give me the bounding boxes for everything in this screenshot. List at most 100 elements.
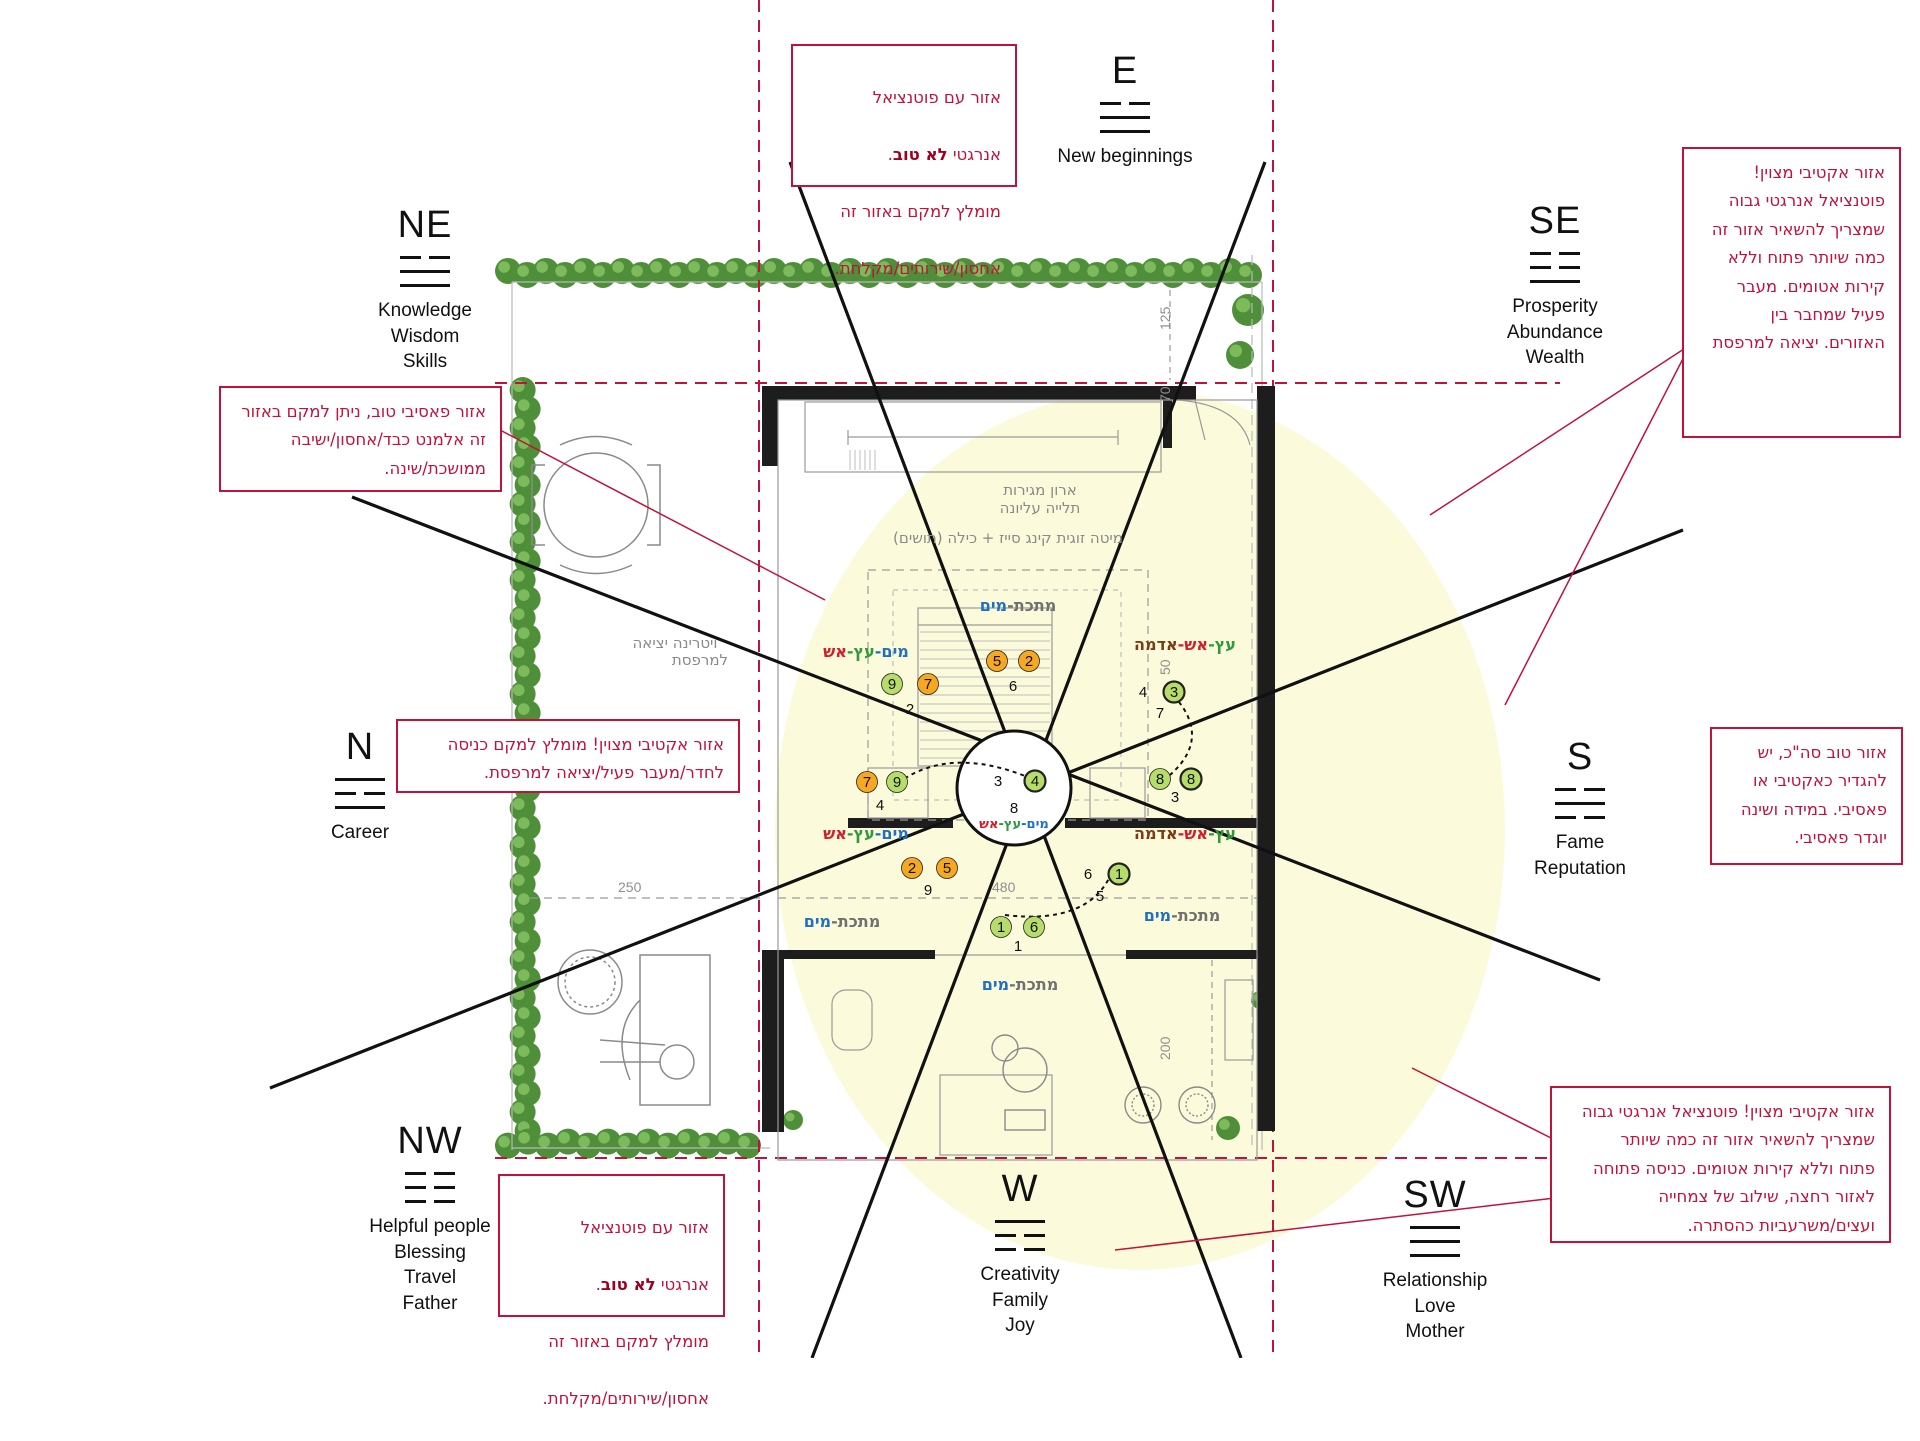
badge-number: 9 xyxy=(893,774,901,791)
hedge-bush-highlight xyxy=(1182,261,1194,273)
element-word: - xyxy=(1208,824,1215,843)
note-active-north: אזור אקטיבי מצוין! מומלץ למקם כניסה לחדר… xyxy=(396,719,740,793)
element-word: אש xyxy=(823,824,847,843)
zone-se-desc: Prosperity Abundance Wealth xyxy=(1506,296,1604,369)
trigram-line xyxy=(1559,252,1580,255)
dim-480: 480 xyxy=(992,879,1016,895)
element-word: עץ xyxy=(1004,817,1021,832)
trigram-line xyxy=(995,1220,1045,1223)
badge-circle-green xyxy=(1179,767,1203,791)
hedge-bush-highlight xyxy=(517,627,530,639)
note-bottom-bad-line2: אנרגטי לא טוב. xyxy=(595,1275,709,1295)
note-passive-zone: אזור פאסיבי טוב, ניתן למקם באזור זה אלמנ… xyxy=(219,386,502,492)
hedge-bush-highlight xyxy=(688,261,700,273)
zone-se-trigram-icon xyxy=(1530,252,1580,283)
badge-number: 1 xyxy=(1014,938,1022,955)
hedge-bush-highlight xyxy=(1011,265,1023,277)
hedge-bush-highlight xyxy=(517,1083,530,1095)
note-good-south: אזור טוב סה"כ, יש להגדיר כאקטיבי או פאסי… xyxy=(1710,727,1903,865)
zone-w-desc: Creativity Family Joy xyxy=(980,1264,1060,1337)
element-word: אש xyxy=(979,817,998,832)
zone-ne-desc: Knowledge Wisdom Skills xyxy=(377,300,473,373)
badge-number: 1 xyxy=(997,919,1005,936)
el-left-upper-label: מים-עץ-אש xyxy=(823,642,909,661)
trigram-line xyxy=(335,792,356,795)
badge-number: 8 xyxy=(1187,771,1195,788)
hedge-bush-highlight xyxy=(517,855,530,867)
hedge-bush-highlight xyxy=(973,265,985,277)
zone-sw-label: SW xyxy=(1403,1174,1467,1216)
badge-number: 5 xyxy=(1096,888,1104,905)
badge-number: 4 xyxy=(1031,773,1039,790)
movement-path xyxy=(897,689,1193,918)
element-word: - xyxy=(1178,635,1185,654)
trigram-line xyxy=(434,1200,455,1203)
balcony-label: למרפסת xyxy=(672,651,728,669)
zone-n: N Career xyxy=(300,728,420,846)
zone-n-trigram-icon xyxy=(335,778,385,809)
badge-number: 8 xyxy=(1156,771,1164,788)
dim-125: 125 xyxy=(1157,306,1173,330)
hedge-bush-highlight xyxy=(517,551,530,563)
hedge-bush-highlight xyxy=(517,969,530,981)
hedge-bush-highlight xyxy=(517,399,530,411)
hedge-bush-highlight xyxy=(1068,261,1080,273)
hedge-bush-highlight xyxy=(498,261,510,273)
hedge-bush-highlight xyxy=(598,1131,610,1144)
badge-circle-orange xyxy=(986,650,1008,672)
hedge-bush-highlight xyxy=(593,265,605,277)
zone-n-desc: Career xyxy=(330,822,390,843)
zone-s-desc: Fame Reputation xyxy=(1534,832,1626,879)
trigram-line xyxy=(335,806,385,809)
hedge-bush-highlight xyxy=(658,1135,670,1148)
hedge-bush-highlight xyxy=(1144,261,1156,273)
hedge-bush-highlight xyxy=(518,1131,530,1144)
note-top-bad-line1: אזור עם פוטנציאל xyxy=(872,88,1001,108)
element-word: אש xyxy=(1184,824,1208,843)
badge-number: 9 xyxy=(924,882,932,899)
note-active-sw: אזור אקטיבי מצוין! פוטנציאל אנרגטי גבוה … xyxy=(1550,1086,1891,1243)
trigram-line xyxy=(1584,816,1605,819)
trigram-line xyxy=(995,1248,1016,1251)
badge-circle-orange xyxy=(936,857,958,879)
element-word: מתכת xyxy=(838,912,881,931)
note-top-bad-line3: מומלץ למקם באזור זה xyxy=(840,201,1001,221)
hedge-bush-highlight xyxy=(638,1131,650,1144)
element-word: - xyxy=(1208,635,1215,654)
hedge-bush-highlight xyxy=(517,513,530,525)
hedge-bush-highlight xyxy=(878,261,890,273)
badge-number: 7 xyxy=(863,774,871,791)
badge-number: 6 xyxy=(1084,866,1092,883)
hedge-bush-highlight xyxy=(498,1135,510,1148)
trigram-line xyxy=(1100,102,1121,105)
hedge-bush-highlight xyxy=(512,684,525,696)
hedge-bush-highlight xyxy=(512,418,525,430)
hedge-bush-highlight xyxy=(1236,298,1251,313)
el-right-upper-label: עץ-אש-אדמה xyxy=(1134,635,1236,654)
hedge-bush-highlight xyxy=(512,456,525,468)
element-word: עץ xyxy=(854,642,875,661)
zone-nw-label: NW xyxy=(397,1120,463,1162)
dim-50: 50 xyxy=(1157,659,1173,675)
zone-e: E New beginnings xyxy=(1020,52,1230,170)
hedge-bush-highlight xyxy=(512,532,525,544)
zone-nw: NW Helpful people Blessing Travel Father xyxy=(340,1122,520,1317)
hedge-bush-highlight xyxy=(783,265,795,277)
el-left-lower-label: מים-עץ-אש xyxy=(823,824,909,843)
hedge-bush-highlight xyxy=(738,1135,750,1148)
badge-circle-green xyxy=(881,673,903,695)
badge-number: 4 xyxy=(1139,684,1147,701)
trigram-line xyxy=(1530,266,1551,269)
hedge-bush-highlight xyxy=(517,703,530,715)
element-word: מתכת xyxy=(1016,975,1059,994)
hedge-bush-highlight xyxy=(512,912,525,924)
zone-sw-trigram-icon xyxy=(1410,1226,1460,1257)
hedge-bush-highlight xyxy=(631,265,643,277)
shelf-label: תלייה עליונה xyxy=(1000,499,1081,517)
dim-200: 200 xyxy=(1157,1036,1173,1060)
el-right-lower-label: עץ-אש-אדמה xyxy=(1134,824,1236,843)
hedge-bush-highlight xyxy=(1049,265,1061,277)
bed-label: מיטה זוגית קינג סייז + כילה (תושים) xyxy=(893,529,1123,547)
hedge-bush-highlight xyxy=(517,1045,530,1057)
